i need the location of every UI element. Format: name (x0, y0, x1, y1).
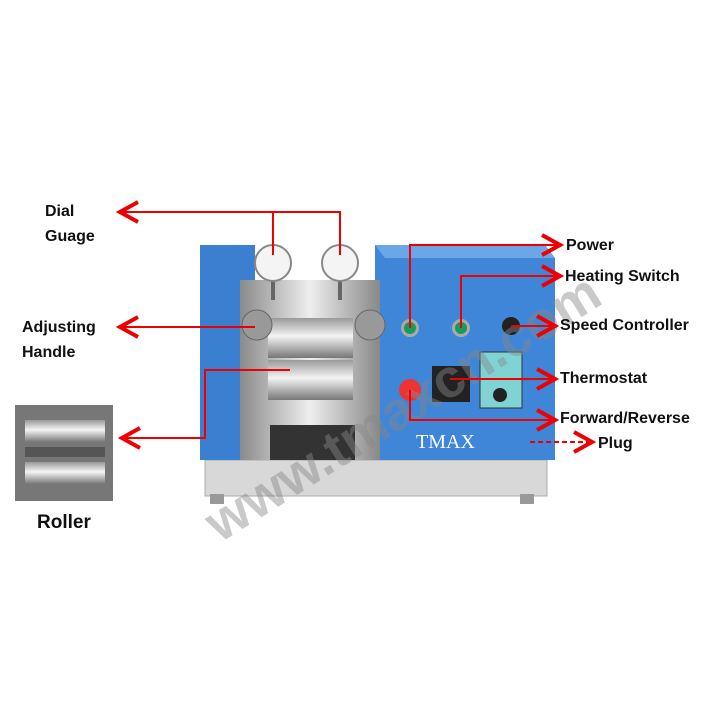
label-line: Dial (45, 203, 75, 220)
callout-arrows (120, 212, 592, 442)
adjusting-knob-right (354, 309, 386, 341)
label-power: Power (566, 237, 615, 254)
upper-roller (268, 318, 353, 358)
adjusting-knob-left (241, 309, 273, 341)
label-roller: Roller (37, 512, 91, 533)
label-line: Adjusting (22, 319, 96, 336)
label-line: Guage (45, 228, 95, 245)
tmax-logo: TMAX (416, 431, 475, 453)
label-forward-reverse: Forward/Reverse (560, 410, 690, 427)
label-thermostat: Thermostat (560, 370, 648, 387)
lower-roller (268, 360, 353, 400)
label-plug: Plug (598, 435, 633, 452)
label-line: Handle (22, 344, 76, 361)
base-plate (204, 459, 548, 497)
label-speed-controller: Speed Controller (560, 317, 689, 334)
thermostat-display (432, 366, 470, 402)
label-heating-switch: Heating Switch (565, 268, 680, 285)
